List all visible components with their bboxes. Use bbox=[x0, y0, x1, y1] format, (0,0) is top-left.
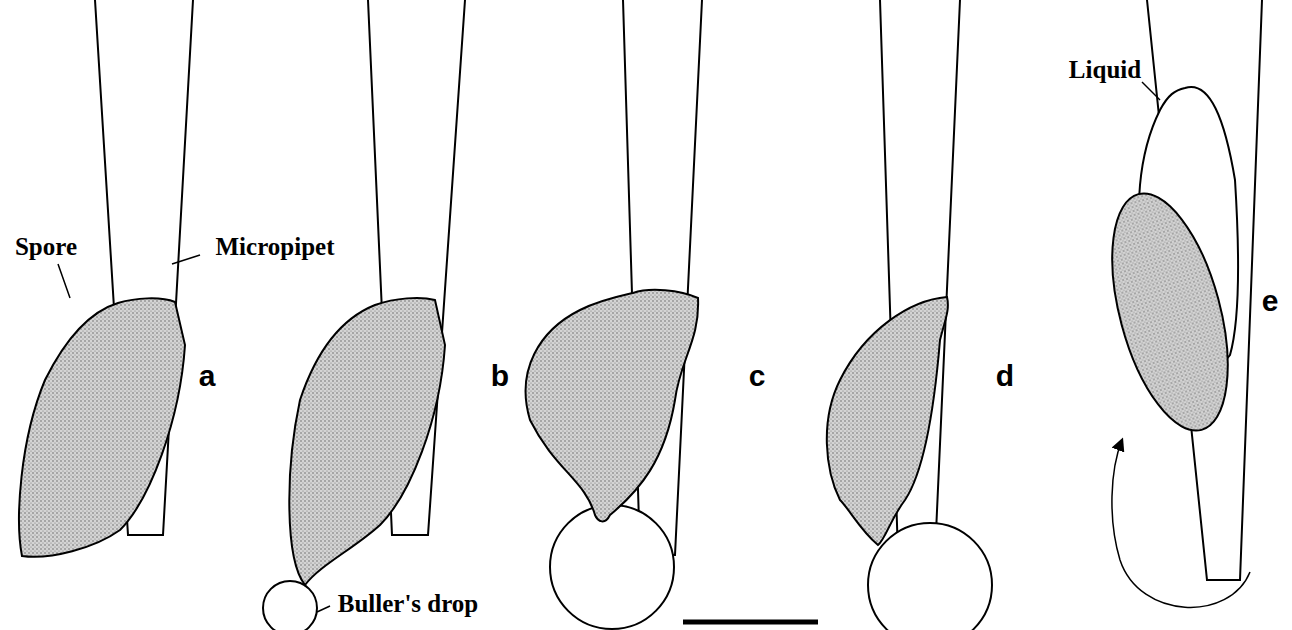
panel-letter: a bbox=[199, 359, 216, 392]
scale-bar bbox=[683, 620, 818, 625]
spore bbox=[827, 297, 948, 545]
part-label: Spore bbox=[15, 233, 77, 261]
bullers-drop bbox=[868, 523, 992, 630]
leader-lines bbox=[58, 82, 1160, 612]
rotation-arrow bbox=[1112, 440, 1250, 607]
leader-line bbox=[1142, 82, 1160, 100]
panel-letter: e bbox=[1262, 284, 1279, 317]
panel-letter: d bbox=[996, 359, 1014, 392]
spore bbox=[526, 290, 699, 522]
panel-letter: b bbox=[491, 359, 509, 392]
drops bbox=[263, 87, 1238, 630]
leader-line bbox=[172, 255, 200, 264]
spore bbox=[1090, 181, 1250, 443]
panel-letter: c bbox=[749, 359, 766, 392]
spore bbox=[19, 298, 185, 556]
leader-line bbox=[58, 264, 70, 298]
part-label: Buller's drop bbox=[338, 590, 479, 618]
bullers-drop bbox=[263, 581, 317, 630]
bullers-drop bbox=[550, 505, 674, 629]
part-label: Micropipet bbox=[216, 233, 335, 261]
micropipets bbox=[95, 0, 1262, 580]
spore bbox=[289, 298, 445, 585]
leader-line bbox=[317, 606, 330, 612]
part-label: Liquid bbox=[1069, 56, 1141, 84]
spores bbox=[19, 181, 1250, 585]
